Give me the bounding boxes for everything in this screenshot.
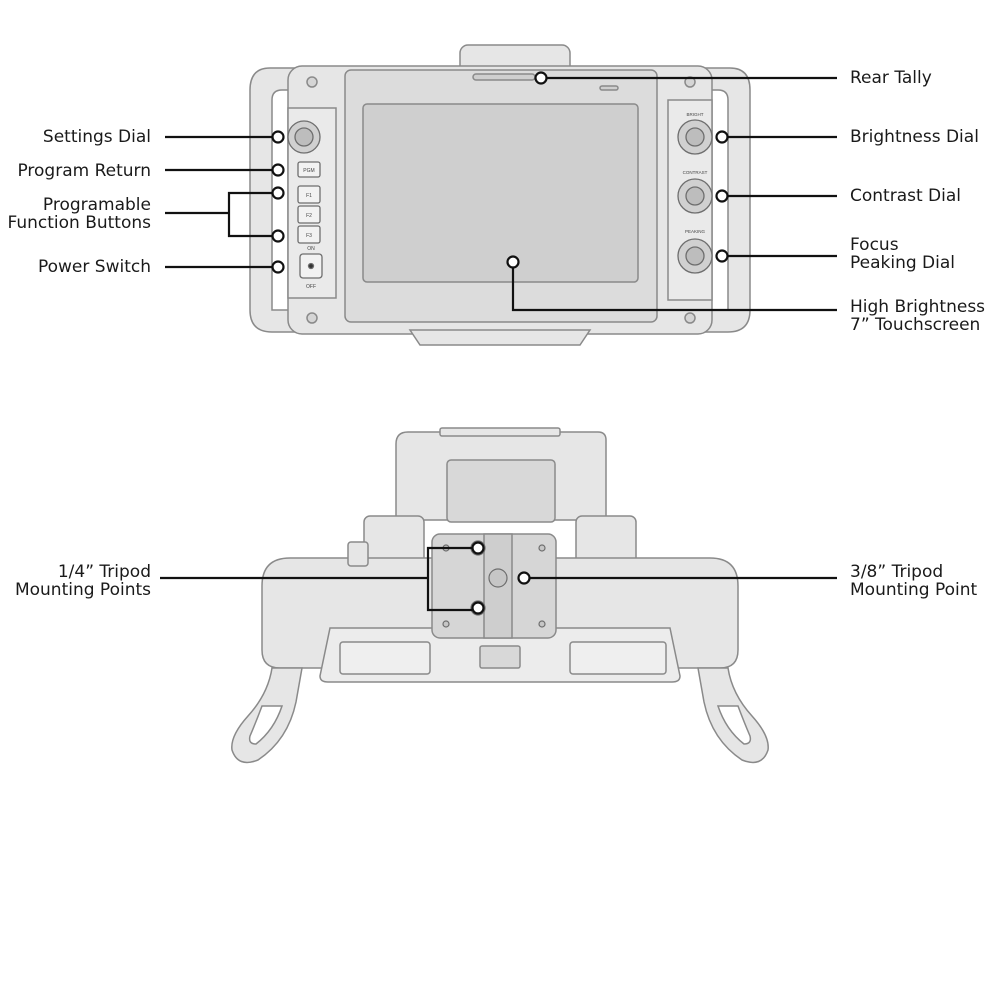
side-connector xyxy=(347,541,369,567)
touchscreen-area xyxy=(362,103,639,283)
plate-screw xyxy=(442,620,450,628)
power-switch-knob xyxy=(307,262,315,270)
screw xyxy=(684,312,696,324)
bottom-connector xyxy=(479,645,521,669)
rear-tally-label: Rear Tally xyxy=(850,68,932,88)
contrast-dial-inner xyxy=(685,186,705,206)
pgm-button-label: PGM xyxy=(303,168,314,174)
peaking-dial-inner xyxy=(685,246,705,266)
monitor-bottom-view xyxy=(231,427,769,764)
monitor-bottom-lip xyxy=(408,329,592,346)
right-label-area xyxy=(569,641,667,675)
quarter-hole-top-marker xyxy=(471,541,485,555)
quarter-tripod-line-1: 1/4” Tripod xyxy=(57,562,151,582)
f1-button-label: F1 xyxy=(306,193,312,199)
quarter-tripod-label: 1/4” Tripod Mounting Points xyxy=(15,563,151,599)
programmable-buttons-label: Programable Function Buttons xyxy=(7,196,151,232)
right-control-text: BRIGHT CONTRAST PEAKING xyxy=(683,112,708,234)
pgm-button xyxy=(297,161,321,178)
three-eighths-tripod-line-2: Mounting Point xyxy=(850,580,978,600)
callout-lines xyxy=(160,76,837,612)
three-eighths-hole xyxy=(488,568,508,588)
touchscreen-marker xyxy=(506,255,520,269)
right-grip-hole xyxy=(716,705,752,745)
switch-off-label: OFF xyxy=(306,284,316,290)
f1-button xyxy=(297,185,321,204)
monitor-front-view xyxy=(249,44,751,346)
contrast-dial-marker xyxy=(715,189,729,203)
plate-screw xyxy=(538,620,546,628)
right-controls xyxy=(677,119,713,274)
settings-dial-inner xyxy=(294,127,314,147)
screw xyxy=(306,76,318,88)
program-return-marker xyxy=(271,163,285,177)
left-label-area xyxy=(339,641,431,675)
peaking-dial-label: PEAKING xyxy=(685,229,706,234)
tally-slot xyxy=(472,73,536,81)
f3-button-label: F3 xyxy=(306,233,312,239)
left-control-text: PGM F1 F2 F3 ON OFF xyxy=(303,168,316,290)
power-switch-label: Power Switch xyxy=(37,257,151,277)
power-switch-marker xyxy=(271,260,285,274)
focus-peaking-line-2: Peaking Dial xyxy=(850,253,956,273)
switch-on-label: ON xyxy=(307,246,315,252)
f3-marker xyxy=(271,229,285,243)
touchscreen-line xyxy=(511,267,837,312)
rear-housing-top xyxy=(439,427,561,437)
brightness-dial-label: Brightness Dial xyxy=(850,127,979,147)
three-eighths-tripod-line-1: 3/8” Tripod xyxy=(850,562,944,582)
contrast-dial-label: CONTRAST xyxy=(683,170,708,175)
quarter-hole-bottom-marker xyxy=(471,601,485,615)
program-return-label: Program Return xyxy=(17,161,151,181)
f2-button-label: F2 xyxy=(306,213,312,219)
focus-peaking-label: Focus Peaking Dial xyxy=(850,236,955,272)
brightness-dial-marker xyxy=(715,130,729,144)
f1-marker xyxy=(271,186,285,200)
focus-peaking-line-1: Focus xyxy=(850,235,899,255)
programmable-buttons-line-1: Programable xyxy=(42,195,151,215)
three-eighths-marker xyxy=(517,571,531,585)
f3-button xyxy=(297,225,321,244)
quarter-tripod-line-2: Mounting Points xyxy=(14,580,151,600)
plate-screw xyxy=(538,544,546,552)
peaking-dial-marker xyxy=(715,249,729,263)
left-grip-hole xyxy=(248,705,284,745)
touchscreen-line-1: High Brightness xyxy=(850,297,986,317)
three-eighths-tripod-label: 3/8” Tripod Mounting Point xyxy=(850,563,977,599)
programmable-buttons-bracket xyxy=(227,191,272,238)
screw xyxy=(306,312,318,324)
bright-dial-label: BRIGHT xyxy=(686,112,703,117)
tally-small xyxy=(599,85,619,91)
quarter-tripod-bracket xyxy=(426,546,472,612)
vent-grille xyxy=(446,459,556,523)
touchscreen-label: High Brightness 7” Touchscreen xyxy=(850,298,985,334)
rear-tally-marker xyxy=(534,71,548,85)
settings-dial-label: Settings Dial xyxy=(42,127,151,147)
touchscreen-line-2: 7” Touchscreen xyxy=(850,315,981,335)
brightness-dial-inner xyxy=(685,127,705,147)
settings-dial-marker xyxy=(271,130,285,144)
callout-endpoints xyxy=(271,71,729,615)
contrast-dial-label: Contrast Dial xyxy=(850,186,961,206)
left-controls xyxy=(287,120,323,279)
f2-button xyxy=(297,205,321,224)
programmable-buttons-line-2: Function Buttons xyxy=(7,213,151,233)
